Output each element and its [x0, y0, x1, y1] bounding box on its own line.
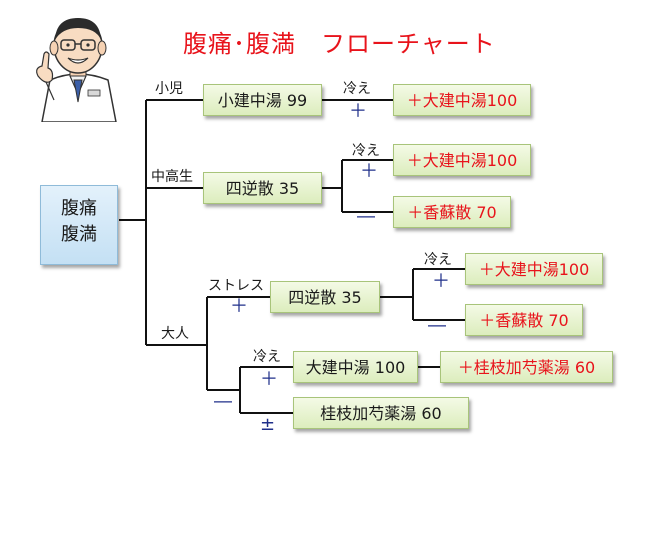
- box-shokenchuto: 小建中湯 99: [203, 84, 322, 116]
- label-middle-cold: 冷え: [352, 143, 380, 159]
- box-shigyakusan-middle: 四逆散 35: [203, 172, 322, 204]
- sign-adult-plus-minus: ±: [260, 414, 276, 435]
- label-child: 小児: [155, 81, 183, 97]
- sign-adult-stress-minus: ―: [214, 391, 232, 412]
- box-adult-cold-result: ＋桂枝加芍薬湯 60: [440, 351, 613, 383]
- root-line-1: 腹痛: [61, 198, 97, 219]
- sign-adult-cold-plus: ＋: [260, 369, 278, 390]
- label-adult: 大人: [161, 326, 189, 342]
- label-middle: 中高生: [151, 169, 193, 185]
- box-middle-plus-result: ＋大建中湯100: [393, 144, 531, 176]
- label-adult-stress: ストレス: [208, 278, 264, 294]
- box-keishikashakuyakuto: 桂枝加芍薬湯 60: [293, 397, 469, 429]
- sign-middle-minus: ―: [357, 206, 375, 227]
- box-adult-stress-minus-result: ＋香蘇散 70: [465, 304, 583, 336]
- sign-adult-stress-cold-plus: ＋: [432, 271, 450, 292]
- root-line-2: 腹満: [61, 224, 97, 245]
- root-box-abdominal-pain: 腹痛 腹満: [40, 185, 118, 265]
- box-child-result: ＋大建中湯100: [393, 84, 531, 116]
- sign-child-cold-plus: ＋: [349, 101, 367, 122]
- box-shigyakusan-adult: 四逆散 35: [270, 281, 380, 313]
- chart-title: 腹痛･腹満 フローチャート: [183, 30, 496, 58]
- sign-adult-stress-cold-minus: ―: [428, 315, 446, 336]
- label-child-cold: 冷え: [343, 81, 371, 97]
- label-adult-cold: 冷え: [253, 349, 281, 365]
- box-middle-minus-result: ＋香蘇散 70: [393, 196, 511, 228]
- box-daikenchuto-adult: 大建中湯 100: [293, 351, 418, 383]
- sign-middle-plus: ＋: [360, 161, 378, 182]
- box-adult-stress-plus-result: ＋大建中湯100: [465, 253, 603, 285]
- label-adult-stress-cold: 冷え: [424, 252, 452, 268]
- sign-adult-stress-plus: ＋: [230, 296, 248, 317]
- doctor-illustration: [36, 18, 117, 122]
